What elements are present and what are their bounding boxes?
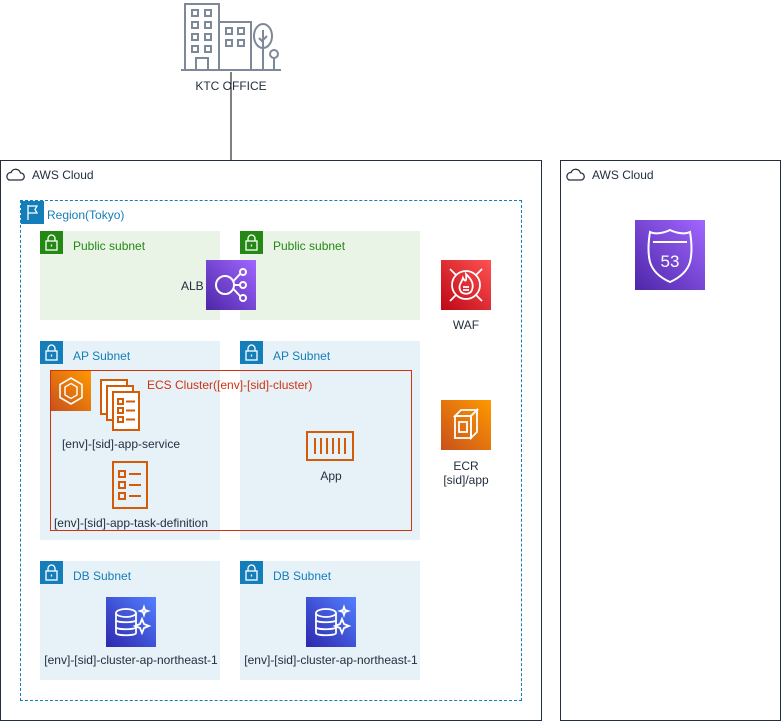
alb-label: ALB <box>181 279 204 293</box>
db-subnet-right-title: DB Subnet <box>273 569 332 583</box>
public-subnet-left: Public subnet <box>40 231 220 320</box>
public-subnet-right: Public subnet <box>240 231 420 320</box>
ap-subnet-right-title: AP Subnet <box>273 349 331 363</box>
task-definition-icon <box>110 460 150 510</box>
waf-label: WAF <box>452 318 480 332</box>
cloud-icon <box>3 163 27 187</box>
waf-icon <box>441 260 491 310</box>
region-title: Region(Tokyo) <box>47 208 125 222</box>
lock-icon <box>40 341 63 364</box>
ecs-service-icon <box>98 378 142 434</box>
ecs-cluster-title: ECS Cluster([env]-[sid]-cluster) <box>147 378 313 392</box>
lock-icon <box>240 341 263 364</box>
ecr-label-line1: ECR <box>453 459 479 473</box>
public-subnet-left-title: Public subnet <box>73 239 146 253</box>
ecr-label-line2: [sid]/app <box>443 473 489 487</box>
aws-cloud-right-title: AWS Cloud <box>592 168 654 182</box>
db-subnet-left-title: DB Subnet <box>73 569 132 583</box>
lock-icon <box>240 231 263 254</box>
lock-icon <box>240 561 263 584</box>
aurora-db-icon-right <box>306 597 356 647</box>
task-definition-label: [env]-[sid]-app-task-definition <box>53 516 209 530</box>
ecs-service-label: [env]-[sid]-app-service <box>61 437 181 451</box>
app-label: App <box>320 469 342 483</box>
lock-icon <box>40 561 63 584</box>
office-building-icon <box>181 0 281 72</box>
route53-icon: 53 <box>635 220 705 290</box>
aurora-db-icon-left <box>106 597 156 647</box>
office-label: KTC OFFICE <box>195 79 267 93</box>
flag-icon <box>21 201 44 224</box>
aws-cloud-left-title: AWS Cloud <box>32 168 94 182</box>
region-tokyo: Region(Tokyo) <box>20 200 522 701</box>
ap-subnet-left-title: AP Subnet <box>73 349 131 363</box>
db-right-label: [env]-[sid]-cluster-ap-northeast-1 <box>244 653 418 667</box>
db-left-label: [env]-[sid]-cluster-ap-northeast-1 <box>44 653 218 667</box>
ap-subnet-right: AP Subnet <box>240 341 420 540</box>
route53-badge: 53 <box>661 252 680 271</box>
public-subnet-right-title: Public subnet <box>273 239 346 253</box>
ecs-cluster-icon <box>51 371 91 411</box>
load-balancer-icon <box>206 260 256 310</box>
ecs-cluster: ECS Cluster([env]-[sid]-cluster) <box>50 370 412 531</box>
ecr-icon <box>441 400 491 450</box>
cloud-icon <box>563 163 587 187</box>
lock-icon <box>40 231 63 254</box>
container-icon <box>305 430 355 462</box>
